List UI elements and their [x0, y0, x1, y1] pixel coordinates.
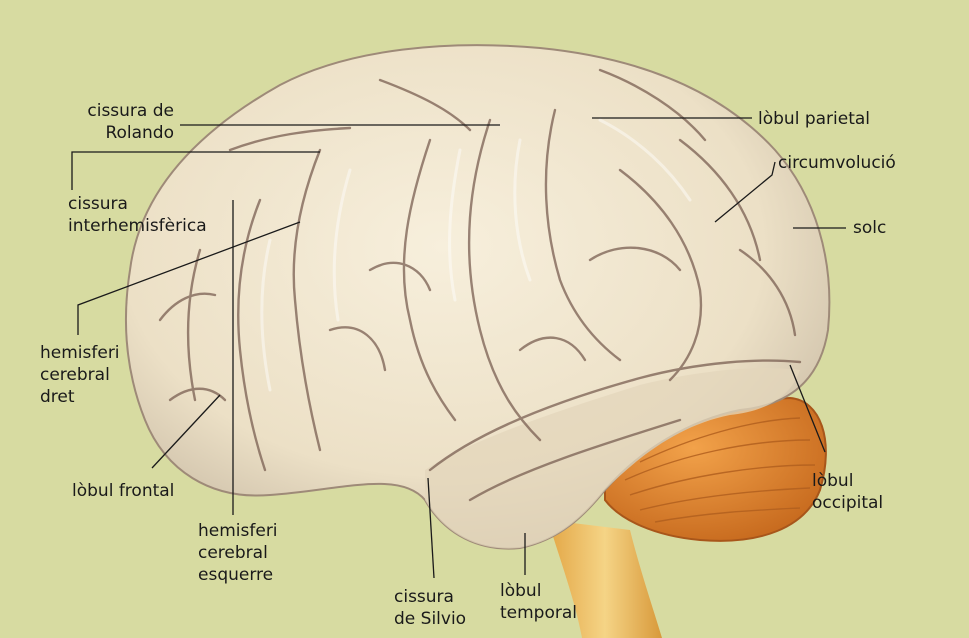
highlights [260, 118, 692, 392]
cerebellum-folia [624, 417, 816, 523]
label-cissura-interhemisferica: cissura interhemisfèrica [68, 194, 207, 236]
label-cissura-rolando: cissura de Rolando [87, 101, 174, 143]
leader-circumvolucio [714, 161, 776, 223]
leader-lines [71, 117, 846, 579]
leader-lobul-frontal [151, 394, 221, 469]
brainstem [548, 520, 662, 638]
label-hemisferi-dret: hemisferi cerebral dret [40, 343, 120, 407]
label-lobul-frontal: lòbul frontal [72, 481, 175, 501]
label-lobul-parietal: lòbul parietal [758, 109, 871, 129]
leader-hemisferi-dret [77, 221, 301, 335]
label-solc: solc [853, 218, 887, 238]
label-circumvolucio: circumvolució [778, 153, 896, 173]
temporal-shade [425, 368, 800, 549]
leader-interhemisferica [71, 151, 320, 190]
sulci [158, 68, 802, 502]
label-lobul-occipital: lòbul occipital [812, 471, 884, 513]
label-hemisferi-esquerre: hemisferi cerebral esquerre [198, 521, 278, 585]
label-cissura-silvio: cissura de Silvio [394, 587, 467, 629]
leader-lobul-occipital [789, 364, 826, 453]
label-lobul-temporal: lòbul temporal [500, 581, 578, 623]
leader-silvio [427, 477, 435, 579]
